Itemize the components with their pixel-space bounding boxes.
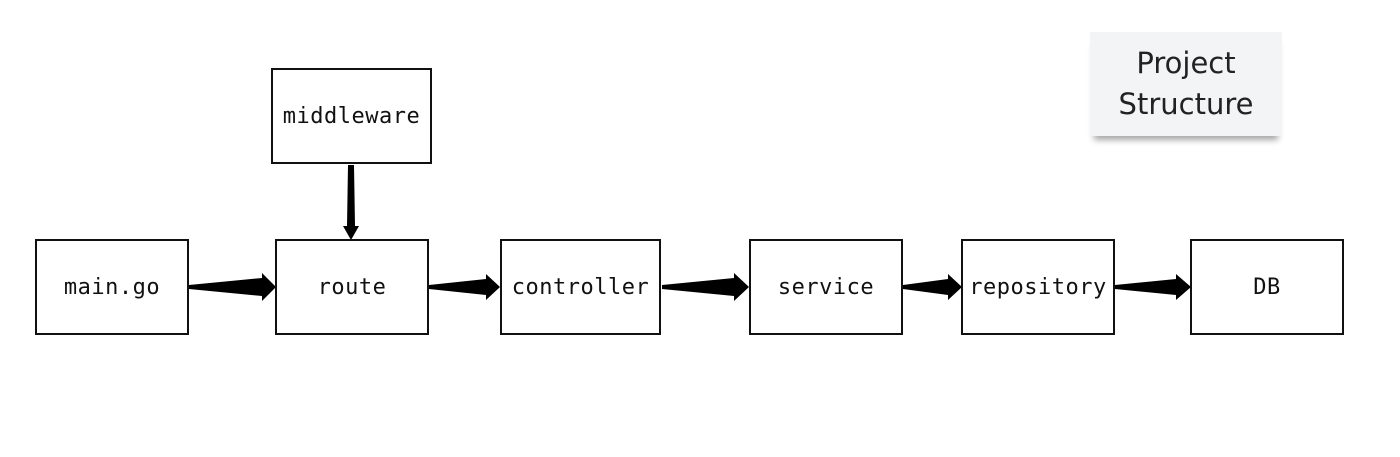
edge-main-route [189, 273, 276, 301]
node-main-go-label: main.go [63, 274, 161, 300]
note-line-2: Structure [1118, 87, 1254, 121]
edge-repository-db [1115, 274, 1191, 300]
node-repository: repository [961, 239, 1115, 335]
sticky-note-title: Project Structure [1090, 32, 1282, 136]
node-service-label: service [777, 274, 875, 300]
edge-route-controller [429, 274, 500, 300]
node-middleware-label: middleware [282, 103, 421, 129]
node-route: route [275, 239, 429, 335]
node-db: DB [1190, 239, 1344, 335]
node-db-label: DB [1253, 274, 1281, 300]
edge-middleware-route [343, 165, 359, 240]
node-main-go: main.go [35, 239, 189, 335]
node-controller: controller [500, 239, 661, 335]
node-route-label: route [317, 274, 387, 300]
node-service: service [749, 239, 903, 335]
edge-controller-service [662, 273, 749, 301]
node-controller-label: controller [511, 274, 650, 300]
node-middleware: middleware [271, 68, 432, 164]
node-repository-label: repository [969, 274, 1107, 300]
note-line-1: Project [1136, 46, 1236, 81]
edge-service-repository [903, 274, 962, 300]
